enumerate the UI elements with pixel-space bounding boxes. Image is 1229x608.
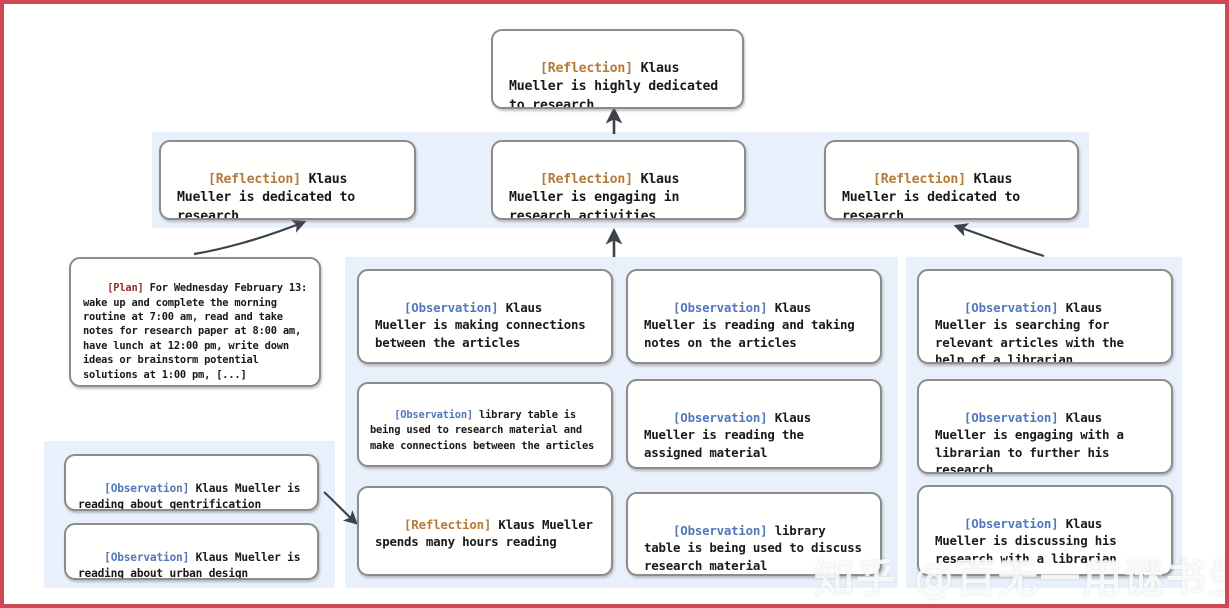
- node-text: Klaus Mueller is engaging in research ac…: [509, 171, 688, 220]
- node-text: For Wednesday February 13: wake up and c…: [83, 282, 314, 381]
- node-text: Klaus Mueller is engaging with a librari…: [935, 409, 1132, 474]
- node-observation-left-2[interactable]: [Observation] Klaus Mueller is reading a…: [64, 523, 319, 580]
- node-text: library table is being used to discuss r…: [644, 522, 870, 573]
- node-tag: [Observation]: [394, 409, 473, 422]
- node-col-b-3[interactable]: [Observation] library table is being use…: [626, 492, 882, 576]
- node-tag: [Reflection]: [872, 171, 966, 187]
- node-tag: [Observation]: [673, 299, 768, 315]
- node-tag: [Observation]: [673, 522, 768, 538]
- node-col-b-1[interactable]: [Observation] Klaus Mueller is reading a…: [626, 269, 882, 364]
- node-tag: [Observation]: [673, 409, 768, 425]
- node-tag: [Observation]: [104, 481, 190, 495]
- node-text: library table is being used to research …: [370, 409, 595, 452]
- node-text: Klaus Mueller is reading about gentrific…: [78, 481, 307, 511]
- node-tag: [Plan]: [107, 282, 144, 295]
- node-reflection-3[interactable]: [Reflection] Klaus Mueller is dedicated …: [824, 140, 1079, 220]
- node-col-c-3[interactable]: [Observation] Klaus Mueller is discussin…: [917, 485, 1173, 576]
- node-col-a-3[interactable]: [Reflection] Klaus Mueller spends many h…: [357, 486, 613, 576]
- node-tag: [Reflection]: [539, 60, 633, 76]
- node-root-reflection[interactable]: [Reflection] Klaus Mueller is highly ded…: [491, 29, 744, 109]
- node-text: Klaus Mueller is reading about urban des…: [78, 550, 307, 580]
- node-tag: [Observation]: [404, 299, 499, 315]
- node-text: Klaus Mueller is reading the assigned ma…: [644, 409, 819, 460]
- node-tag: [Observation]: [964, 409, 1059, 425]
- node-plan[interactable]: [Plan] For Wednesday February 13: wake u…: [69, 257, 321, 387]
- node-text: Klaus Mueller is highly dedicated to res…: [509, 60, 726, 109]
- node-tag: [Observation]: [964, 299, 1059, 315]
- node-tag: [Reflection]: [404, 516, 492, 532]
- node-text: Klaus Mueller spends many hours reading: [375, 516, 601, 550]
- node-text: Klaus Mueller is dedicated to research: [177, 171, 363, 220]
- node-col-c-1[interactable]: [Observation] Klaus Mueller is searching…: [917, 269, 1173, 364]
- node-text: Klaus Mueller is dedicated to research: [842, 171, 1028, 220]
- node-tag: [Reflection]: [539, 171, 633, 187]
- node-tag: [Observation]: [104, 550, 190, 564]
- node-col-a-2[interactable]: [Observation] library table is being use…: [357, 382, 613, 467]
- node-text: Klaus Mueller is reading and taking note…: [644, 299, 862, 350]
- node-col-a-1[interactable]: [Observation] Klaus Mueller is making co…: [357, 269, 613, 364]
- node-col-c-2[interactable]: [Observation] Klaus Mueller is engaging …: [917, 379, 1173, 474]
- node-text: Klaus Mueller is searching for relevant …: [935, 299, 1132, 364]
- node-text: Klaus Mueller is making connections betw…: [375, 299, 593, 350]
- node-reflection-1[interactable]: [Reflection] Klaus Mueller is dedicated …: [159, 140, 416, 220]
- node-col-b-2[interactable]: [Observation] Klaus Mueller is reading t…: [626, 379, 882, 469]
- node-text: Klaus Mueller is discussing his research…: [935, 515, 1124, 566]
- node-observation-left-1[interactable]: [Observation] Klaus Mueller is reading a…: [64, 454, 319, 511]
- node-tag: [Observation]: [964, 515, 1059, 531]
- node-tag: [Reflection]: [207, 171, 301, 187]
- node-reflection-2[interactable]: [Reflection] Klaus Mueller is engaging i…: [491, 140, 746, 220]
